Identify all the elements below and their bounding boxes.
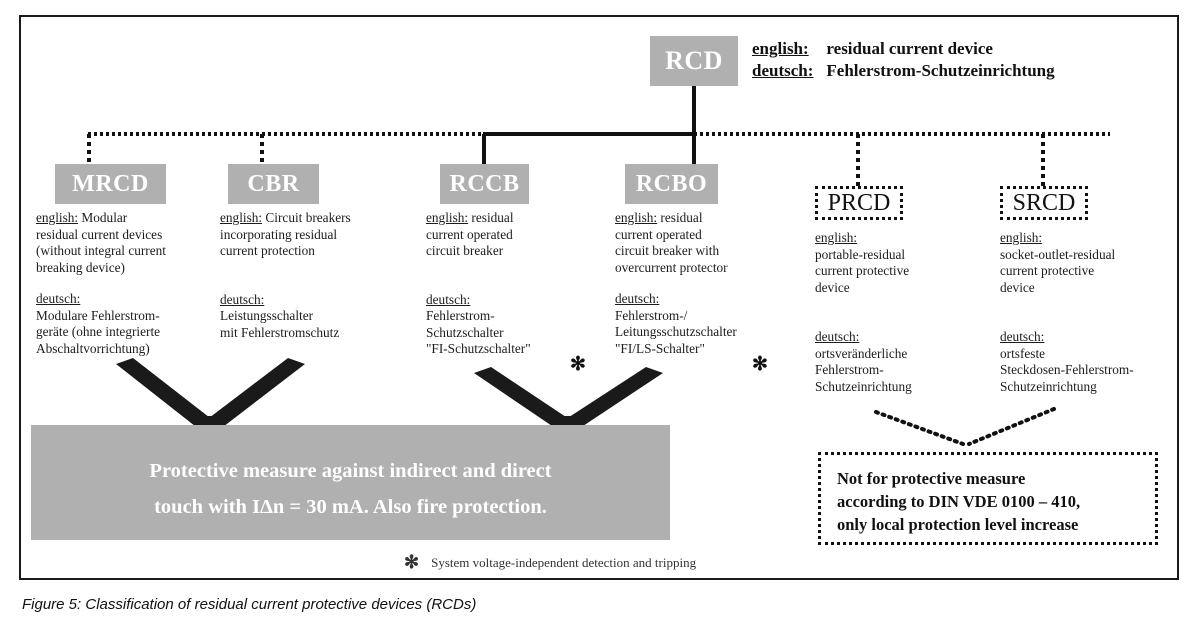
cbr-deutsch-line-1: Leistungsschalter	[220, 308, 314, 323]
mrcd-deutsch-line-3: Abschaltvorrichtung)	[36, 340, 150, 356]
prcd-deutsch-line-3: Schutzeinrichtung	[815, 378, 912, 394]
root-english-value: residual current device	[826, 39, 993, 58]
node-cbr-label: CBR	[247, 170, 300, 197]
cbr-english-line-0: Circuit breakers	[262, 210, 351, 225]
rcbo-deutsch-line-1: Fehlerstrom-/	[615, 307, 688, 323]
cbr-english-key: english:	[220, 210, 263, 225]
prcd-english-line-3: device	[815, 279, 850, 295]
node-prcd[interactable]: PRCD	[815, 186, 903, 220]
rcbo-english-line-0: residual	[657, 210, 703, 225]
prcd-english-line-1: portable-residual	[815, 246, 906, 262]
node-rcd-label: RCD	[665, 46, 723, 75]
node-mrcd-description: english: Modular residual current device…	[36, 210, 226, 357]
rccb-deutsch-line-1: Fehlerstrom-	[426, 308, 495, 323]
node-rcd[interactable]: RCD	[650, 36, 738, 86]
node-rccb-description: english: residual current operated circu…	[426, 210, 611, 358]
srcd-english-line-1: socket-outlet-residual	[1000, 246, 1116, 262]
srcd-english-line-2: current protective	[1000, 263, 1095, 278]
rcbo-english-line-2: circuit breaker with	[615, 243, 720, 258]
exclusion-box-line-3: only local protection level increase	[837, 515, 1079, 534]
cbr-deutsch-key: deutsch:	[220, 291, 265, 307]
prcd-deutsch-key: deutsch:	[815, 329, 860, 344]
rcbo-english-line-3: overcurrent protector	[615, 259, 728, 275]
rcbo-english-key: english:	[615, 210, 658, 225]
node-srcd-label: SRCD	[1012, 189, 1076, 216]
mrcd-english-line-0: Modular	[78, 210, 128, 225]
node-rcbo-description: english: residual current operated circu…	[615, 210, 805, 357]
node-rccb-label: RCCB	[449, 170, 520, 197]
node-prcd-label: PRCD	[827, 189, 891, 216]
rcbo-deutsch-key: deutsch:	[615, 291, 660, 306]
rcbo-deutsch-line-3: "FI/LS-Schalter"	[615, 340, 705, 356]
rccb-asterisk: ✻	[570, 354, 586, 375]
root-english-key: english:	[752, 39, 809, 58]
exclusion-box-line-2: according to DIN VDE 0100 – 410,	[837, 492, 1081, 511]
rcbo-deutsch-line-2: Leitungsschutzschalter	[615, 324, 737, 339]
rccb-deutsch-key: deutsch:	[426, 291, 471, 307]
cbr-english-line-1: incorporating residual	[220, 226, 338, 242]
node-srcd-description: english: socket-outlet-residual current …	[1000, 230, 1180, 395]
footnote: ✻ System voltage-independent detection an…	[404, 552, 696, 573]
mrcd-english-key: english:	[36, 210, 79, 225]
node-prcd-description: english: portable-residual current prote…	[815, 230, 990, 395]
node-rcbo[interactable]: RCBO	[625, 164, 718, 204]
rccb-deutsch-line-3: "FI-Schutzschalter"	[426, 341, 531, 356]
root-description: english: residual current device deutsch…	[752, 38, 1055, 82]
footnote-text: System voltage-independent detection and…	[431, 555, 697, 570]
node-rccb[interactable]: RCCB	[440, 164, 529, 204]
mrcd-english-line-3: breaking device)	[36, 259, 125, 275]
footnote-asterisk-icon: ✻	[404, 552, 420, 572]
figure-caption: Figure 5: Classification of residual cur…	[22, 596, 477, 613]
rccb-english-key: english:	[426, 210, 469, 225]
prcd-deutsch-line-1: ortsveränderliche	[815, 345, 908, 361]
cbr-deutsch-line-2: mit Fehlerstromschutz	[220, 324, 340, 340]
node-cbr[interactable]: CBR	[228, 164, 319, 204]
mrcd-english-line-1: residual current devices	[36, 226, 163, 242]
srcd-deutsch-line-1: ortsfeste	[1000, 345, 1046, 361]
mrcd-deutsch-line-2: geräte (ohne integrierte	[36, 324, 161, 339]
rccb-english-line-0: residual	[468, 210, 514, 225]
rccb-english-line-1: current operated	[426, 226, 513, 242]
srcd-deutsch-key: deutsch:	[1000, 329, 1045, 344]
srcd-english-line-3: device	[1000, 279, 1035, 295]
rccb-deutsch-line-2: Schutzschalter	[426, 324, 504, 340]
node-cbr-description: english: Circuit breakers incorporating …	[220, 210, 420, 341]
root-deutsch-value: Fehlerstrom-Schutzeinrichtung	[826, 61, 1055, 80]
root-deutsch-key: deutsch:	[752, 61, 814, 80]
prcd-english-line-2: current protective	[815, 263, 910, 278]
summary-band: Protective measure against indirect and …	[31, 425, 670, 540]
prcd-deutsch-line-2: Fehlerstrom-	[815, 362, 884, 377]
node-mrcd[interactable]: MRCD	[55, 164, 166, 204]
exclusion-box: Not for protective measure according to …	[818, 452, 1158, 545]
summary-band-line-1: Protective measure against indirect and …	[149, 460, 552, 482]
rcbo-asterisk: ✻	[752, 354, 768, 375]
summary-band-line-2: touch with IΔn = 30 mA. Also fire protec…	[154, 496, 547, 518]
mrcd-deutsch-line-1: Modulare Fehlerstrom-	[36, 307, 160, 323]
node-rcbo-label: RCBO	[635, 170, 708, 197]
srcd-english-key: english:	[1000, 230, 1043, 245]
srcd-deutsch-line-2: Steckdosen-Fehlerstrom-	[1000, 362, 1134, 377]
prcd-english-key: english:	[815, 230, 858, 245]
node-mrcd-label: MRCD	[72, 170, 149, 197]
rcbo-english-line-1: current operated	[615, 226, 702, 242]
mrcd-deutsch-key: deutsch:	[36, 291, 81, 306]
rccb-english-line-2: circuit breaker	[426, 243, 504, 258]
exclusion-box-line-1: Not for protective measure	[837, 469, 1026, 488]
cbr-english-line-2: current protection	[220, 243, 315, 258]
srcd-deutsch-line-3: Schutzeinrichtung	[1000, 378, 1097, 394]
mrcd-english-line-2: (without integral current	[36, 243, 166, 258]
node-srcd[interactable]: SRCD	[1000, 186, 1088, 220]
